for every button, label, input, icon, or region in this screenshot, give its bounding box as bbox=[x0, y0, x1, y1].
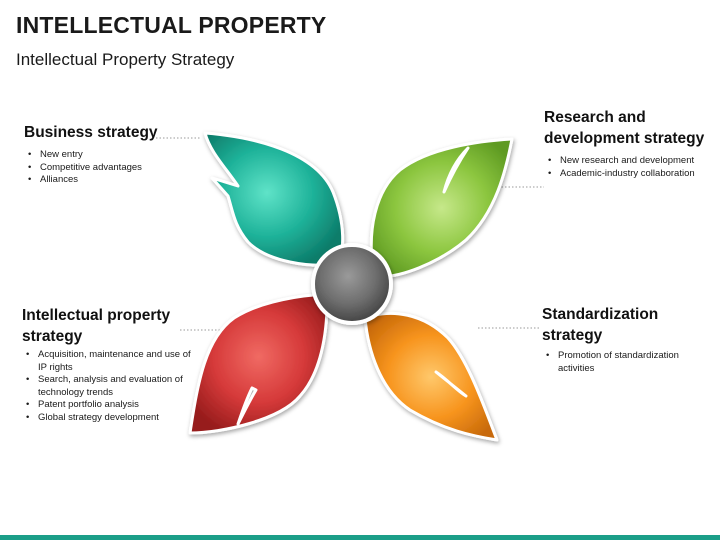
standardization-strategy-block: Standardization strategy Promotion of st… bbox=[542, 304, 712, 375]
research-title-line1: Research and bbox=[544, 109, 646, 126]
standardization-strategy-title: Standardization strategy bbox=[542, 304, 712, 346]
list-item: Promotion of standardization activities bbox=[546, 350, 712, 375]
page-subtitle: Intellectual Property Strategy bbox=[16, 50, 235, 69]
standardization-title-line1: Standardization bbox=[542, 306, 659, 323]
business-strategy-title: Business strategy bbox=[24, 124, 158, 141]
list-item: Academic-industry collaboration bbox=[548, 168, 720, 181]
list-item: New entry bbox=[28, 149, 194, 162]
research-strategy-block: Research and development strategy New re… bbox=[544, 107, 720, 180]
list-item: Acquisition, maintenance and use of IP r… bbox=[26, 349, 192, 374]
ip-strategy-list: Acquisition, maintenance and use of IP r… bbox=[22, 349, 192, 424]
research-title-line2: development strategy bbox=[544, 130, 705, 147]
center-hub bbox=[311, 243, 393, 325]
list-item: Global strategy development bbox=[26, 412, 192, 425]
business-petal bbox=[203, 131, 345, 267]
business-strategy-block: Business strategy New entry Competitive … bbox=[24, 122, 194, 187]
ip-petal bbox=[188, 292, 329, 435]
research-strategy-title: Research and development strategy bbox=[544, 107, 720, 149]
bottom-accent-bar bbox=[0, 535, 720, 540]
business-strategy-list: New entry Competitive advantages Allianc… bbox=[24, 149, 194, 187]
ip-strategy-title: Intellectual property strategy bbox=[22, 305, 192, 347]
standardization-title-line2: strategy bbox=[542, 327, 603, 344]
list-item: Alliances bbox=[28, 174, 194, 187]
ip-title-line2: strategy bbox=[22, 328, 83, 345]
research-strategy-list: New research and development Academic-in… bbox=[544, 155, 720, 180]
list-item: Search, analysis and evaluation of techn… bbox=[26, 374, 192, 399]
list-item: Patent portfolio analysis bbox=[26, 399, 192, 412]
research-petal bbox=[369, 137, 514, 279]
standardization-strategy-list: Promotion of standardization activities bbox=[542, 350, 712, 375]
page-title: INTELLECTUAL PROPERTY bbox=[16, 12, 327, 38]
list-item: New research and development bbox=[548, 155, 720, 168]
ip-title-line1: Intellectual property bbox=[22, 307, 171, 324]
list-item: Competitive advantages bbox=[28, 162, 194, 175]
ip-strategy-block: Intellectual property strategy Acquisiti… bbox=[22, 305, 192, 424]
standardization-petal bbox=[363, 311, 499, 442]
